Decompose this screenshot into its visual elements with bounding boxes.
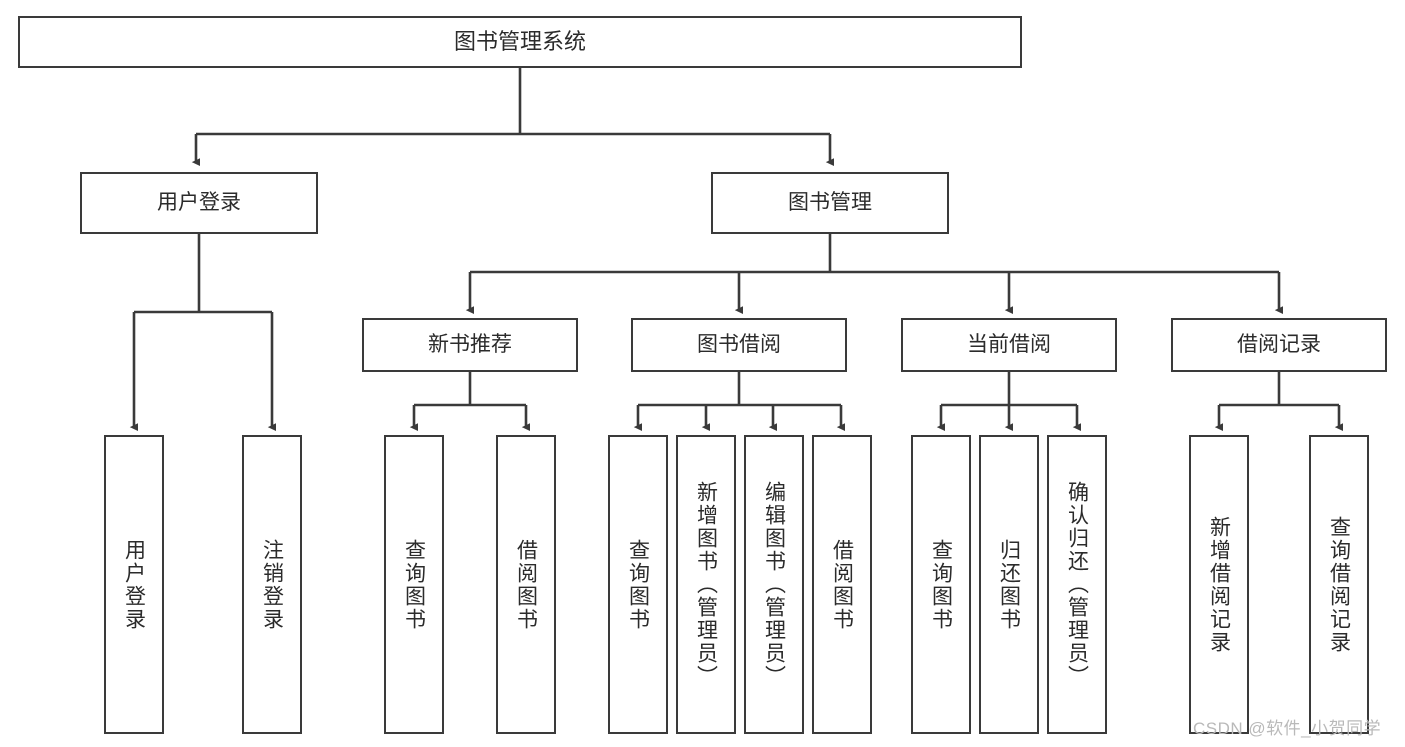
node-label: 查询图书 [402, 538, 426, 631]
node-label: 注销登录 [260, 538, 284, 631]
leaf-current-borrow-confirm-return-admin[interactable]: 确认归还（管理员） [1047, 435, 1107, 734]
node-label: 借阅图书 [830, 538, 854, 631]
leaf-current-borrow-query-book[interactable]: 查询图书 [911, 435, 971, 734]
leaf-new-book-query-book[interactable]: 查询图书 [384, 435, 444, 734]
node-book-borrow[interactable]: 图书借阅 [631, 318, 847, 372]
node-label: 新书推荐 [428, 332, 512, 356]
node-label: 新增图书（管理员） [694, 481, 718, 688]
leaf-user-login-login[interactable]: 用户登录 [104, 435, 164, 734]
node-book-management[interactable]: 图书管理 [711, 172, 949, 234]
node-label: 图书管理 [788, 190, 872, 214]
node-label: 用户登录 [122, 538, 146, 631]
node-borrow-record[interactable]: 借阅记录 [1171, 318, 1387, 372]
node-label: 图书管理系统 [453, 29, 586, 55]
node-label: 新增借阅记录 [1207, 515, 1231, 654]
node-label: 借阅图书 [514, 538, 538, 631]
node-current-borrow[interactable]: 当前借阅 [901, 318, 1117, 372]
node-label: 查询图书 [626, 538, 650, 631]
node-label: 用户登录 [157, 190, 241, 214]
node-label: 确认归还（管理员） [1065, 481, 1089, 688]
leaf-new-book-borrow-book[interactable]: 借阅图书 [496, 435, 556, 734]
node-root-book-management-system[interactable]: 图书管理系统 [18, 16, 1022, 68]
leaf-current-borrow-return-book[interactable]: 归还图书 [979, 435, 1039, 734]
node-label: 查询图书 [929, 538, 953, 631]
node-label: 归还图书 [997, 538, 1021, 631]
node-label: 当前借阅 [967, 332, 1051, 356]
leaf-book-borrow-add-book-admin[interactable]: 新增图书（管理员） [676, 435, 736, 734]
node-label: 借阅记录 [1237, 332, 1321, 356]
node-new-book-recommend[interactable]: 新书推荐 [362, 318, 578, 372]
csdn-watermark: CSDN @软件_小贺同学 [1193, 719, 1382, 738]
leaf-book-borrow-edit-book-admin[interactable]: 编辑图书（管理员） [744, 435, 804, 734]
leaf-book-borrow-borrow-book[interactable]: 借阅图书 [812, 435, 872, 734]
leaf-user-login-logout[interactable]: 注销登录 [242, 435, 302, 734]
leaf-borrow-record-add-record[interactable]: 新增借阅记录 [1189, 435, 1249, 734]
node-label: 查询借阅记录 [1327, 515, 1351, 654]
leaf-book-borrow-query-book[interactable]: 查询图书 [608, 435, 668, 734]
node-label: 编辑图书（管理员） [762, 481, 786, 688]
node-label: 图书借阅 [697, 332, 781, 356]
node-user-login[interactable]: 用户登录 [80, 172, 318, 234]
leaf-borrow-record-query-record[interactable]: 查询借阅记录 [1309, 435, 1369, 734]
